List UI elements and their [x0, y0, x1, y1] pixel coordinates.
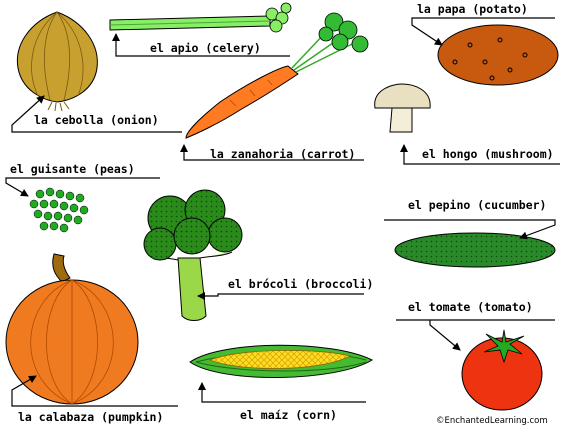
label-tomato: el tomate (tomato): [408, 300, 533, 314]
pumpkin-illustration: [5, 253, 139, 405]
peas-illustration: [29, 187, 89, 233]
carrot-illustration: [185, 12, 369, 139]
peas-pointer: [5, 177, 160, 197]
label-potato: la papa (potato): [417, 2, 528, 16]
label-cucumber: el pepino (cucumber): [408, 198, 547, 212]
mushroom-pointer: [400, 144, 560, 165]
pumpkin-pointer: [11, 375, 178, 407]
label-corn: el maíz (corn): [240, 408, 337, 422]
broccoli-illustration: [143, 189, 243, 321]
copyright-credit: ©EnchantedLearning.com: [436, 416, 548, 426]
corn-illustration: [189, 344, 374, 378]
label-carrot: la zanahoria (carrot): [210, 147, 356, 161]
label-pumpkin: la calabaza (pumpkin): [18, 410, 164, 424]
potato-illustration: [437, 24, 559, 86]
onion-pointer: [11, 95, 182, 133]
label-onion: la cebolla (onion): [34, 113, 159, 127]
celery-pointer: [112, 33, 290, 57]
label-peas: el guisante (peas): [10, 162, 135, 176]
onion-illustration: [16, 11, 98, 112]
corn-pointer: [198, 382, 366, 403]
carrot-pointer: [180, 144, 364, 161]
label-broccoli: el brócoli (broccoli): [228, 277, 374, 291]
cucumber-illustration: [394, 232, 556, 268]
label-celery: el apio (celery): [150, 41, 261, 55]
celery-illustration: [109, 2, 292, 33]
cucumber-pointer: [384, 219, 556, 240]
broccoli-pointer: [197, 292, 364, 300]
label-mushroom: el hongo (mushroom): [422, 147, 554, 161]
tomato-pointer: [396, 319, 555, 350]
tomato-illustration: [461, 329, 543, 411]
potato-pointer: [411, 17, 555, 46]
mushroom-illustration: [374, 83, 431, 133]
